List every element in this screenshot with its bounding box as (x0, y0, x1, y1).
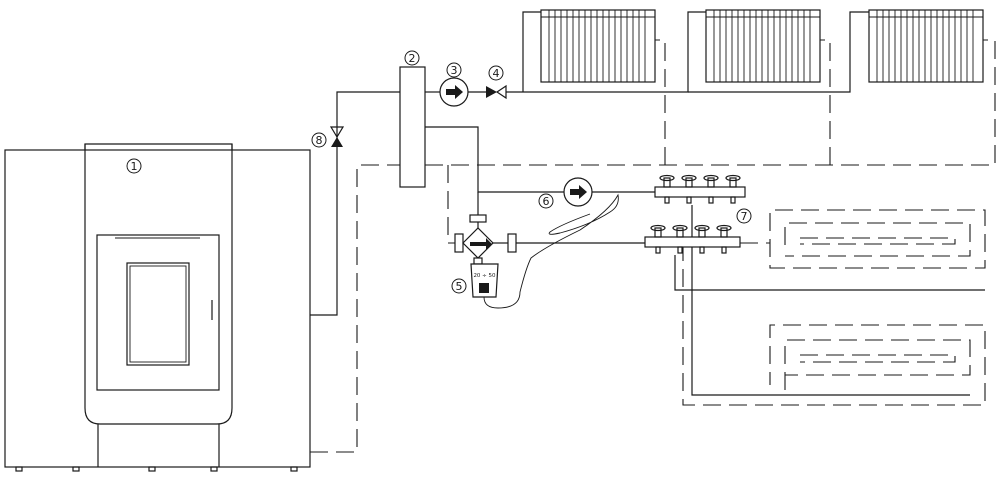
supply-pipes (310, 11, 869, 316)
svg-text:5: 5 (456, 280, 463, 293)
label-5: 5 (451, 278, 467, 294)
label-8: 8 (311, 132, 327, 148)
return-pipes (310, 39, 996, 453)
label-4: 4 (488, 65, 504, 81)
safety-valve-icon (329, 126, 345, 147)
label-6: 6 (538, 193, 554, 209)
svg-text:8: 8 (316, 134, 323, 147)
svg-text:3: 3 (451, 64, 458, 77)
capillary-tube (483, 193, 619, 309)
floor-pump-icon (563, 177, 593, 207)
mixing-valve-scale: 20 ÷ 50 (473, 273, 496, 279)
radiator-pump-icon (439, 77, 469, 107)
svg-text:2: 2 (409, 52, 416, 65)
label-2: 2 (404, 50, 420, 66)
check-valve-icon (486, 84, 507, 100)
label-7: 7 (736, 208, 752, 224)
radiator-2 (705, 9, 821, 83)
radiator-3 (868, 9, 984, 83)
floor-supply-pipes (674, 205, 985, 396)
floor-manifold (644, 174, 746, 254)
radiator-1 (540, 9, 656, 83)
pellet-stove (4, 143, 311, 472)
hydraulic-separator (399, 66, 426, 188)
svg-text:1: 1 (131, 160, 138, 173)
label-3: 3 (446, 62, 462, 78)
label-1: 1 (126, 158, 142, 174)
mixing-valve-icon (454, 214, 517, 298)
svg-text:7: 7 (741, 210, 748, 223)
svg-text:4: 4 (493, 67, 500, 80)
svg-text:6: 6 (543, 195, 550, 208)
